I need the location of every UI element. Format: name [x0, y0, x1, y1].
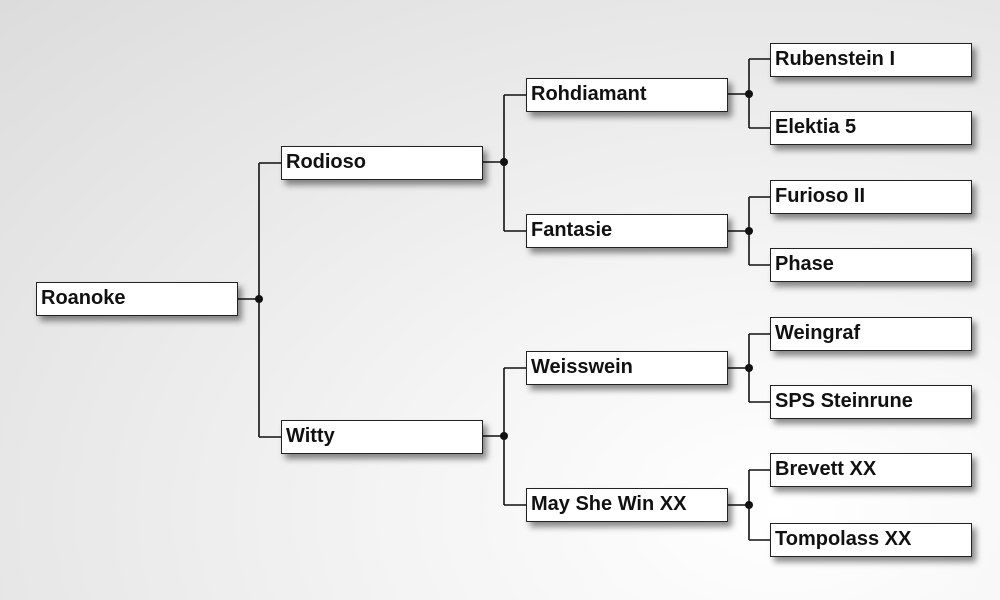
- node-sire: Rodioso: [281, 146, 483, 180]
- junction-dot: [745, 90, 753, 98]
- node-dam-sire-sire: Weingraf: [770, 317, 972, 351]
- node-dam: Witty: [281, 420, 483, 454]
- node-subject: Roanoke: [36, 282, 238, 316]
- node-sire-dam-dam: Phase: [770, 248, 972, 282]
- node-sire-dam: Fantasie: [526, 214, 728, 248]
- node-dam-sire: Weisswein: [526, 351, 728, 385]
- node-sire-sire: Rohdiamant: [526, 78, 728, 112]
- junction-dot: [255, 295, 263, 303]
- junction-dot: [745, 364, 753, 372]
- junction-dot: [500, 158, 508, 166]
- node-dam-dam-sire: Brevett XX: [770, 453, 972, 487]
- junction-dot: [745, 501, 753, 509]
- node-dam-dam: May She Win XX: [526, 488, 728, 522]
- node-sire-dam-sire: Furioso II: [770, 180, 972, 214]
- junction-dot: [745, 227, 753, 235]
- node-sire-sire-dam: Elektia 5: [770, 111, 972, 145]
- junction-dot: [500, 432, 508, 440]
- node-dam-sire-dam: SPS Steinrune: [770, 385, 972, 419]
- node-dam-dam-dam: Tompolass XX: [770, 523, 972, 557]
- node-sire-sire-sire: Rubenstein I: [770, 43, 972, 77]
